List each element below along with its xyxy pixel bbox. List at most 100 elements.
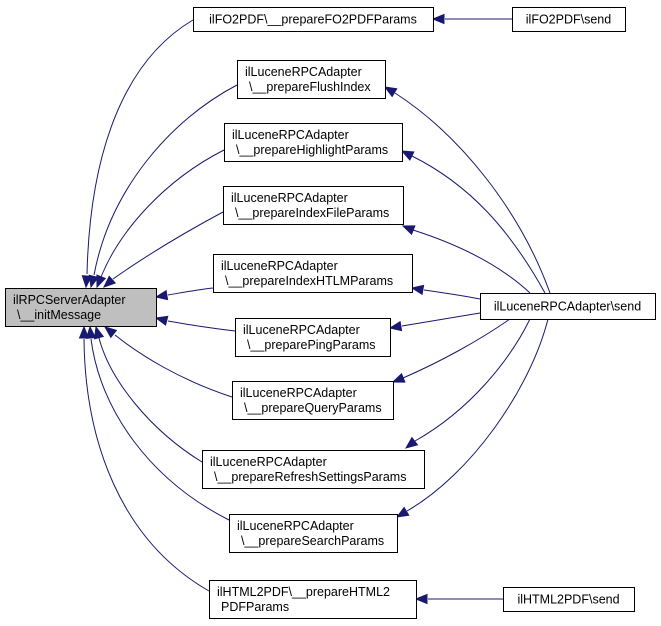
edge-fo2pdf-prepare-to-init-line <box>86 19 194 275</box>
edge-lucene-query-to-init-line <box>114 334 233 398</box>
edge-html2pdf-prepare-to-init-arrowhead <box>78 325 90 339</box>
edge-html2pdf-prepare-to-init <box>78 325 210 592</box>
node-box <box>213 254 413 293</box>
node-lucene-indexhtlm[interactable]: ilLuceneRPCAdapter\__prepareIndexHTLMPar… <box>213 254 413 293</box>
edges <box>78 13 551 605</box>
node-label-line: PDFParams <box>221 600 289 614</box>
node-label-line: ilLuceneRPCAdapter <box>210 455 327 469</box>
node-lucene-send[interactable]: ilLuceneRPCAdapter\send <box>480 293 656 320</box>
node-label-line: ilLuceneRPCAdapter\send <box>494 300 641 314</box>
edge-fo2pdf-prepare-to-init-arrowhead <box>81 275 93 289</box>
edge-lucene-send-to-search <box>395 318 549 518</box>
edge-lucene-send-to-flush-line <box>394 92 551 294</box>
node-label-line: ilLuceneRPCAdapter <box>245 65 362 79</box>
node-label-line: ilFO2PDF\__prepareFO2PDFParams <box>209 13 417 27</box>
edge-lucene-flush-to-init <box>88 84 238 289</box>
node-lucene-highlight[interactable]: ilLuceneRPCAdapter\__prepareHighlightPar… <box>224 123 403 162</box>
node-box <box>202 450 425 489</box>
edge-html2pdf-send-to-prepare <box>414 593 503 605</box>
edge-lucene-refresh-to-init-arrowhead <box>93 325 105 340</box>
node-label-line: ilRPCServerAdapter <box>13 293 126 307</box>
edge-lucene-send-to-indexhtlm-line <box>423 289 481 300</box>
edge-lucene-send-to-refresh-line <box>414 318 531 442</box>
edge-lucene-indexhtlm-to-init-arrowhead <box>154 289 169 301</box>
node-label-line: \__prepareIndexFileParams <box>235 206 389 220</box>
edge-lucene-ping-to-init <box>154 315 236 332</box>
edge-lucene-search-to-init-line <box>90 338 230 521</box>
node-label-line: \__initMessage <box>17 308 101 322</box>
edge-lucene-highlight-to-init-arrowhead <box>96 274 107 289</box>
edge-lucene-send-to-highlight-line <box>411 155 546 294</box>
node-box <box>224 123 403 162</box>
edge-lucene-send-to-refresh <box>404 318 531 449</box>
edge-lucene-send-to-query-line <box>402 318 511 379</box>
edge-lucene-flush-to-init-line <box>93 84 238 276</box>
node-lucene-query[interactable]: ilLuceneRPCAdapter\__prepareQueryParams <box>232 381 394 420</box>
edge-lucene-send-to-refresh-arrowhead <box>404 436 419 449</box>
edge-lucene-query-to-init <box>103 326 233 398</box>
node-box <box>5 288 157 327</box>
node-box <box>512 7 626 32</box>
edge-lucene-highlight-to-init-line <box>100 149 225 278</box>
node-fo2pdf-send[interactable]: ilFO2PDF\send <box>512 7 626 32</box>
edge-lucene-send-to-ping-arrowhead <box>388 320 403 332</box>
node-label-line: ilLuceneRPCAdapter <box>243 323 360 337</box>
node-init-message[interactable]: ilRPCServerAdapter\__initMessage <box>5 288 157 327</box>
node-box <box>235 318 391 357</box>
edge-lucene-indexfile-to-init <box>103 211 224 288</box>
edge-lucene-send-to-highlight <box>400 150 546 294</box>
node-label-line: ilHTML2PDF\send <box>517 593 619 607</box>
node-label-line: \__prepareFlushIndex <box>249 80 371 94</box>
edge-lucene-send-to-search-arrowhead <box>395 506 410 518</box>
edge-html2pdf-prepare-to-init-line <box>83 338 210 592</box>
node-lucene-indexfile[interactable]: ilLuceneRPCAdapter\__prepareIndexFilePar… <box>223 186 404 225</box>
node-label-line: \__prepareSearchParams <box>241 534 384 548</box>
node-label-line: ilLuceneRPCAdapter <box>231 191 348 205</box>
edge-lucene-search-to-init-arrowhead <box>85 325 97 339</box>
edge-lucene-refresh-to-init <box>93 325 203 463</box>
node-box <box>232 381 394 420</box>
node-label-line: \__prepareHighlightParams <box>236 143 388 157</box>
edge-lucene-send-to-ping <box>388 312 481 332</box>
node-box <box>193 7 434 32</box>
node-label-line: ilLuceneRPCAdapter <box>240 386 357 400</box>
node-lucene-refresh[interactable]: ilLuceneRPCAdapter\__prepareRefreshSetti… <box>202 450 425 489</box>
edge-lucene-send-to-search-line <box>406 318 549 512</box>
edge-fo2pdf-prepare-to-init <box>81 19 194 289</box>
node-label-line: \__preparePingParams <box>247 338 376 352</box>
node-box <box>223 186 404 225</box>
node-box <box>480 293 656 320</box>
edge-lucene-send-to-flush-arrowhead <box>383 86 398 98</box>
node-fo2pdf-prepare[interactable]: ilFO2PDF\__prepareFO2PDFParams <box>193 7 434 32</box>
node-label-line: \__prepareQueryParams <box>244 401 382 415</box>
edge-lucene-send-to-flush <box>383 86 551 294</box>
edge-lucene-query-to-init-arrowhead <box>103 326 118 339</box>
node-box <box>503 587 635 612</box>
edge-lucene-indexfile-to-init-arrowhead <box>103 275 117 288</box>
edge-lucene-indexhtlm-to-init <box>154 287 214 301</box>
edge-fo2pdf-send-to-prepare-arrowhead <box>431 13 445 25</box>
edge-lucene-send-to-indexfile-line <box>412 229 531 294</box>
edge-lucene-send-to-highlight-arrowhead <box>400 150 415 161</box>
edge-lucene-send-to-indexhtlm-arrowhead <box>410 284 425 296</box>
edge-lucene-send-to-query <box>391 318 511 383</box>
edge-lucene-send-to-indexfile-arrowhead <box>401 225 416 236</box>
node-label-line: \__prepareIndexHTLMParams <box>225 274 393 288</box>
edge-lucene-send-to-indexhtlm <box>410 284 481 300</box>
node-lucene-flush[interactable]: ilLuceneRPCAdapter\__prepareFlushIndex <box>237 60 386 99</box>
node-box <box>229 514 398 553</box>
edge-lucene-ping-to-init-arrowhead <box>154 315 169 326</box>
edge-lucene-send-to-indexfile <box>401 225 531 294</box>
node-lucene-search[interactable]: ilLuceneRPCAdapter\__prepareSearchParams <box>229 514 398 553</box>
node-box <box>237 60 386 99</box>
edge-lucene-indexfile-to-init-line <box>112 211 224 280</box>
edge-lucene-send-to-query-arrowhead <box>391 372 406 383</box>
edge-lucene-refresh-to-init-line <box>98 337 203 463</box>
nodes: ilRPCServerAdapter\__initMessage ilFO2PDF… <box>5 7 656 619</box>
node-html2pdf-send[interactable]: ilHTML2PDF\send <box>503 587 635 612</box>
node-box <box>209 580 417 619</box>
node-label-line: ilHTML2PDF\__prepareHTML2 <box>217 585 390 599</box>
node-lucene-ping[interactable]: ilLuceneRPCAdapter\__preparePingParams <box>235 318 391 357</box>
